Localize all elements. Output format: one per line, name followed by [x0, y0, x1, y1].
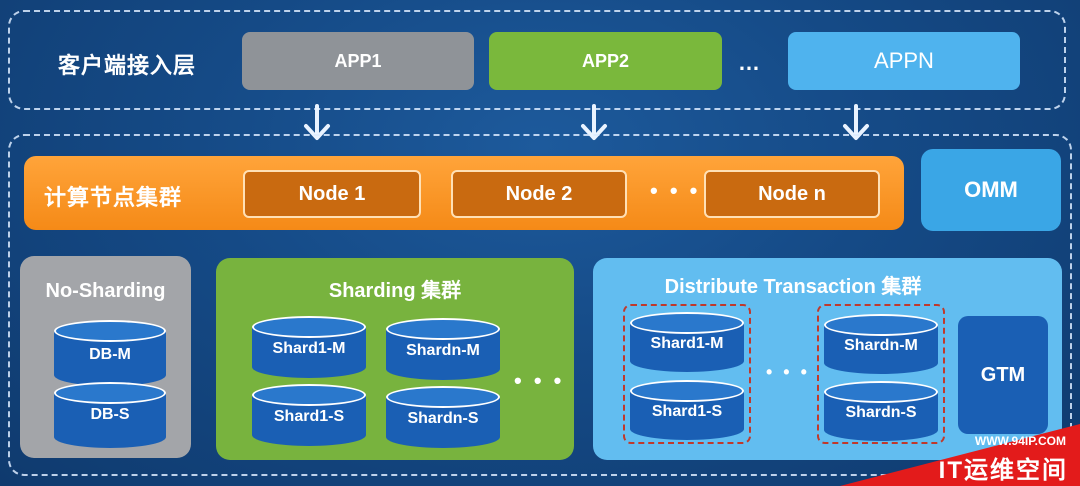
- distribute-transaction-title: Distribute Transaction 集群: [664, 276, 922, 298]
- app2-box: APP2: [489, 32, 722, 90]
- shard-ellipsis: • • •: [514, 368, 565, 393]
- db-label: DB-S: [90, 406, 130, 423]
- shard-cylinder: Shard1-M: [252, 316, 366, 378]
- node-2: Node 2: [451, 170, 627, 218]
- server-layer-frame: [8, 134, 1072, 476]
- node-n: Node n: [704, 170, 880, 218]
- db-cylinder: DB-M: [54, 320, 166, 386]
- watermark-banner: [840, 424, 1080, 486]
- shard-label: Shardn-S: [845, 404, 917, 421]
- client-layer-label: 客户端接入层: [58, 53, 197, 78]
- app-ellipsis: …: [738, 50, 762, 75]
- compute-cluster-label: 计算节点集群: [44, 185, 183, 210]
- shard-cylinder: Shardn-S: [386, 386, 500, 448]
- db-cylinder: DB-S: [54, 382, 166, 448]
- shard-label: Shardn-S: [407, 410, 479, 427]
- shard-cylinder: Shard1-S: [252, 384, 366, 446]
- node-1: Node 1: [243, 170, 421, 218]
- appn-box: APPN: [788, 32, 1020, 90]
- shard-cylinder: Shardn-M: [386, 318, 500, 380]
- shard-label: Shard1-S: [273, 408, 345, 425]
- shard-label: Shardn-M: [844, 337, 918, 354]
- shard-cylinder: Shard1-M: [630, 312, 744, 372]
- shard-label: Shard1-M: [272, 340, 346, 357]
- watermark-url: WWW.94IP.COM: [974, 434, 1066, 448]
- app1-box: APP1: [242, 32, 474, 90]
- shard-cylinder: Shard1-S: [630, 380, 744, 440]
- sharding-title: Sharding 集群: [328, 280, 462, 302]
- arrow-down-icon: [304, 104, 330, 140]
- node-ellipsis: • • •: [650, 178, 701, 203]
- watermark-name: IT运维空间: [938, 457, 1068, 484]
- db-label: DB-M: [89, 346, 131, 363]
- gtm-box: GTM: [958, 316, 1048, 434]
- omm-box: OMM: [921, 149, 1061, 231]
- client-layer-frame: [8, 10, 1066, 110]
- shard-label: Shard1-M: [650, 335, 724, 352]
- no-sharding-title: No-Sharding: [45, 280, 166, 302]
- shard-label: Shard1-S: [651, 403, 723, 420]
- shard-group-1: [623, 304, 751, 444]
- dt-ellipsis: • • •: [766, 362, 810, 382]
- shard-cylinder: Shardn-M: [824, 314, 938, 374]
- shard-label: Shardn-M: [406, 342, 480, 359]
- arrow-down-icon: [581, 104, 607, 140]
- arrow-down-icon: [843, 104, 869, 140]
